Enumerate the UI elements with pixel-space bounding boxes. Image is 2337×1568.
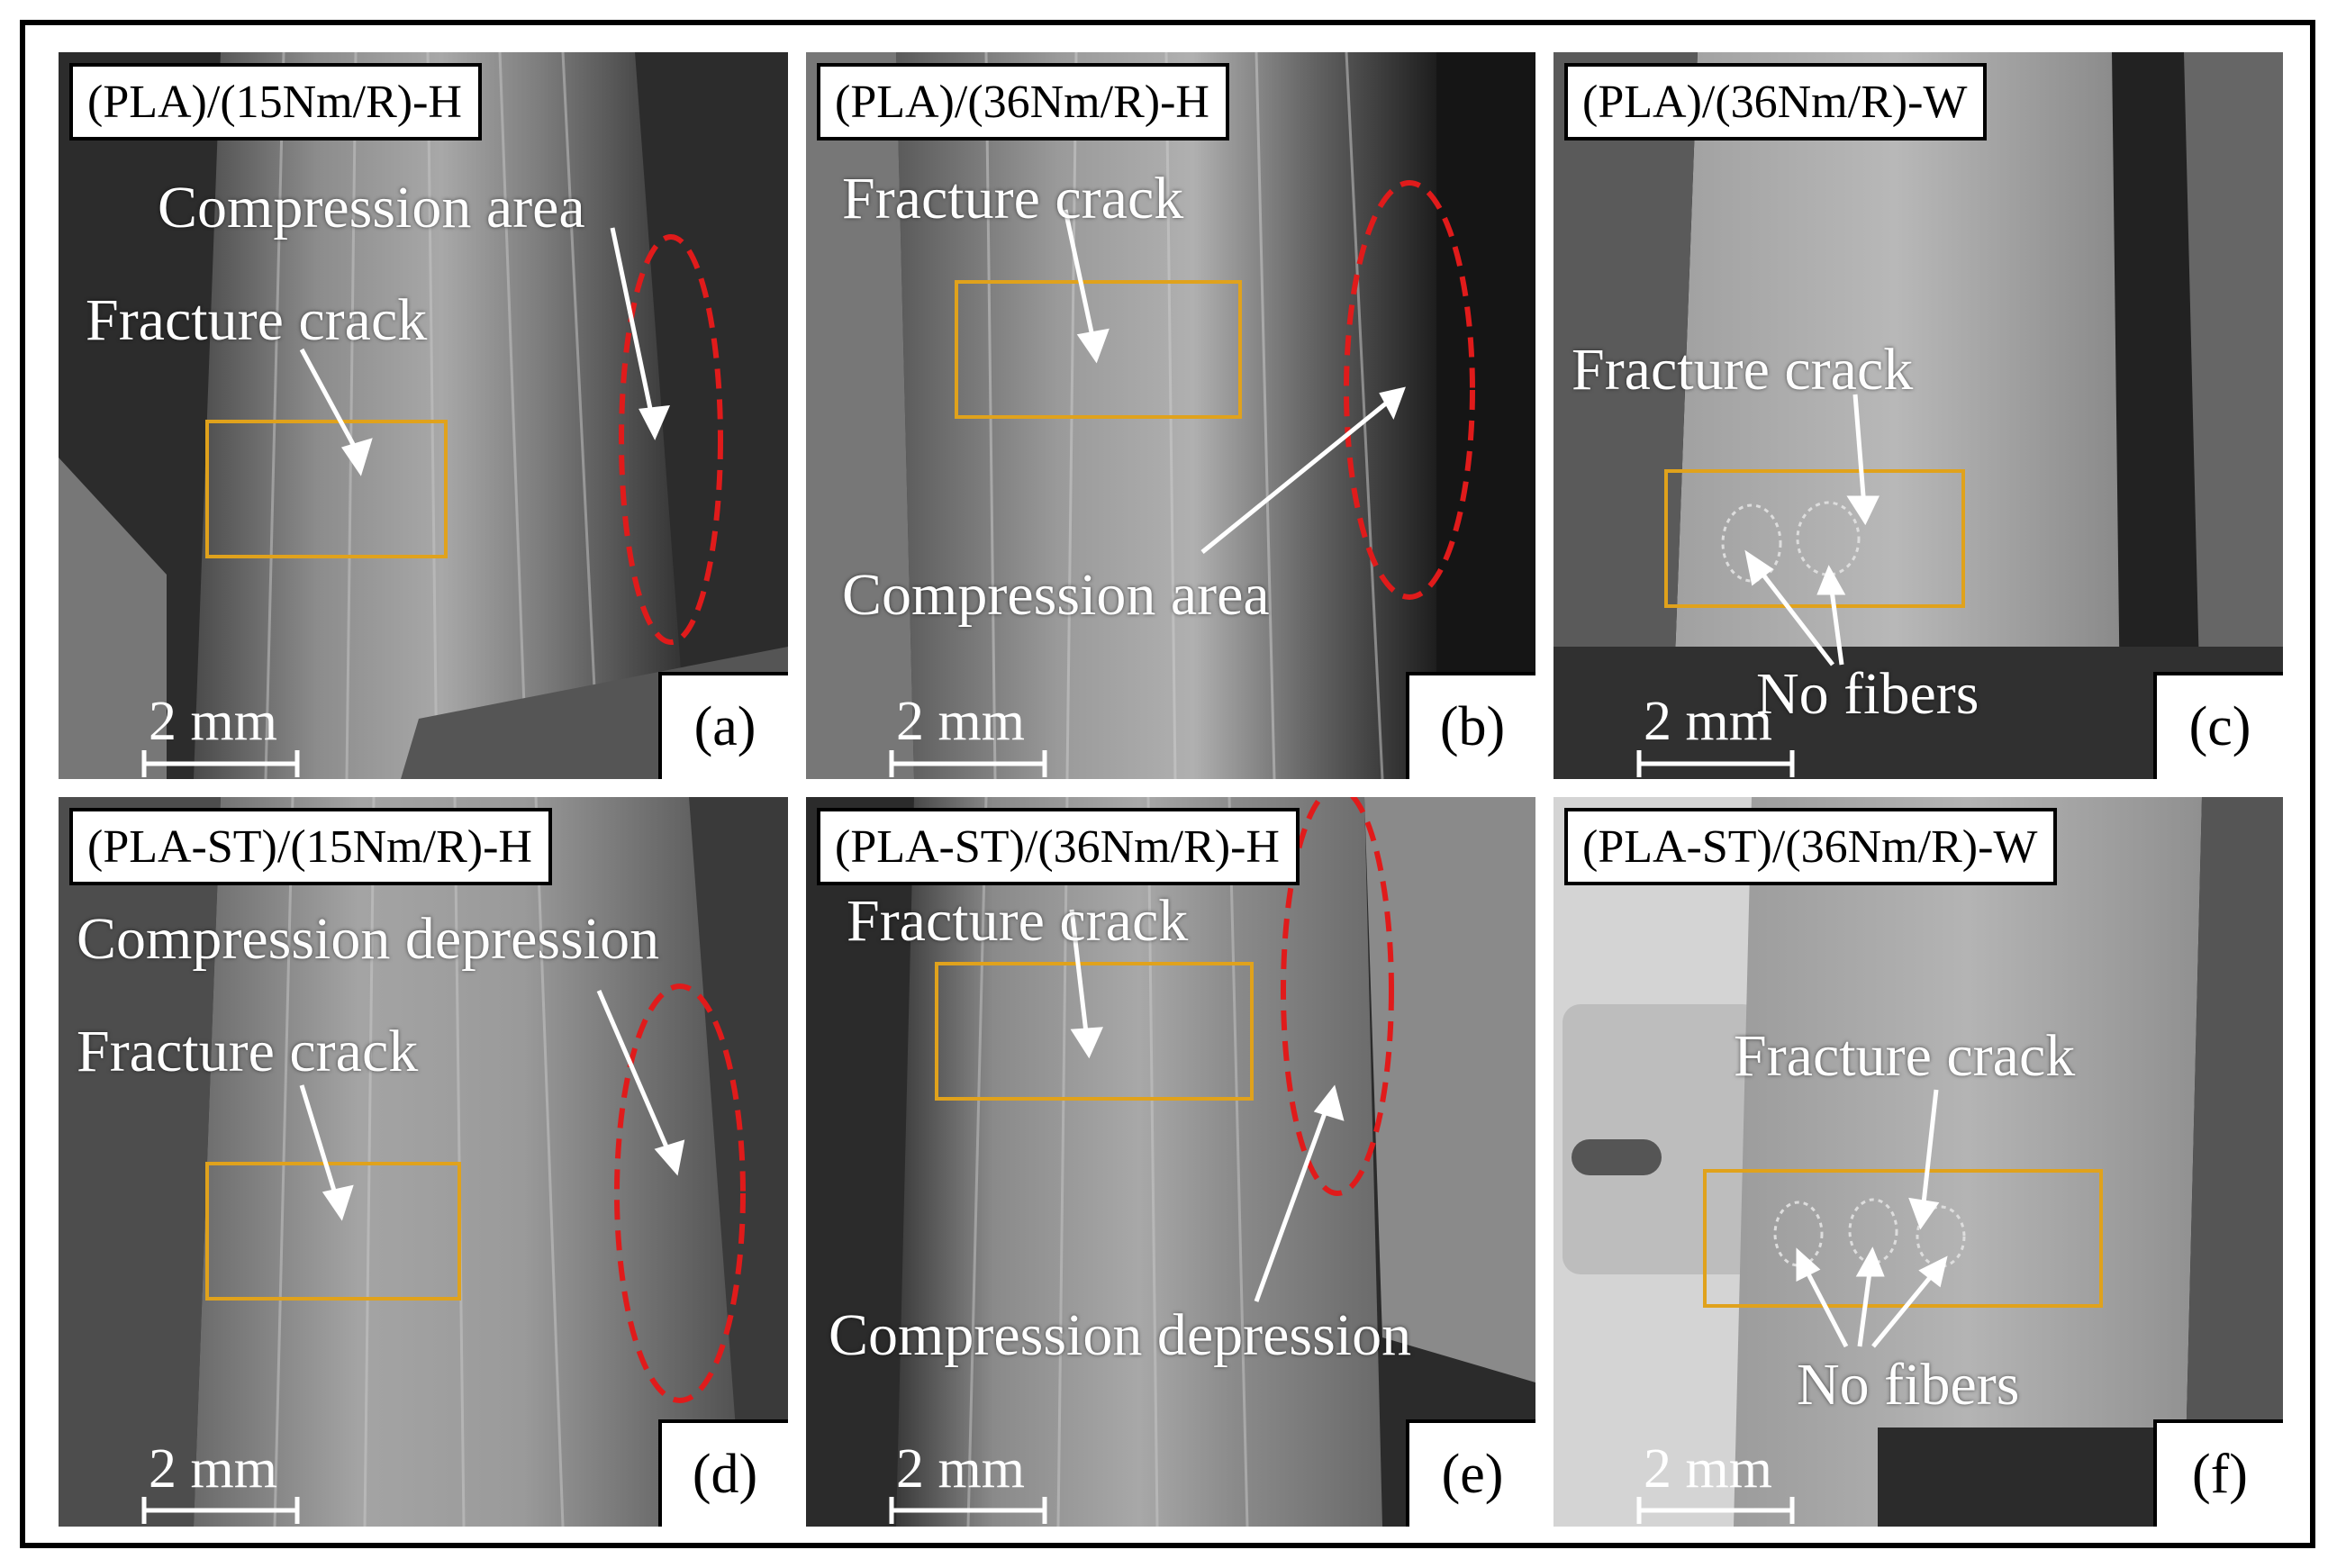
label-compression-area: Compression area bbox=[842, 562, 1270, 628]
annotations-f bbox=[1636, 1089, 2103, 1524]
figure-frame: (PLA)/(15Nm/R)-H Compression area Fractu… bbox=[20, 20, 2315, 1548]
panel-letter: (e) bbox=[1406, 1419, 1535, 1527]
panel-title: (PLA)/(36Nm/R)-H bbox=[817, 63, 1229, 140]
sem-micrograph-c bbox=[1553, 52, 2283, 779]
label-fracture-crack: Fracture crack bbox=[1572, 337, 1914, 403]
scale-bar-label: 2 mm bbox=[149, 691, 277, 752]
annotations-b bbox=[889, 180, 1475, 777]
label-compression-depression: Compression depression bbox=[829, 1302, 1412, 1368]
panel-title: (PLA)/(15Nm/R)-H bbox=[69, 63, 482, 140]
label-fracture-crack: Fracture crack bbox=[847, 888, 1189, 954]
scale-bar-label: 2 mm bbox=[896, 691, 1025, 752]
scale-bar-label: 2 mm bbox=[1644, 691, 1772, 752]
annotations-d bbox=[141, 983, 746, 1524]
panel-letter: (d) bbox=[658, 1419, 788, 1527]
panel-c: (PLA)/(36Nm/R)-W Fracture crack No fiber… bbox=[1553, 52, 2283, 779]
label-no-fibers: No fibers bbox=[1756, 661, 1979, 727]
panel-e: (PLA-ST)/(36Nm/R)-H Fracture crack Compr… bbox=[806, 797, 1535, 1527]
scale-bar-label: 2 mm bbox=[896, 1438, 1025, 1500]
panel-letter: (b) bbox=[1406, 672, 1535, 779]
panel-a: (PLA)/(15Nm/R)-H Compression area Fractu… bbox=[59, 52, 788, 779]
label-no-fibers: No fibers bbox=[1797, 1352, 2020, 1418]
label-fracture-crack: Fracture crack bbox=[1734, 1023, 2076, 1089]
annotations-a bbox=[141, 227, 723, 777]
label-fracture-crack: Fracture crack bbox=[77, 1019, 419, 1084]
panel-f: (PLA-ST)/(36Nm/R)-W Fracture crack No fi… bbox=[1553, 797, 2283, 1527]
label-fracture-crack: Fracture crack bbox=[842, 166, 1184, 231]
scale-bar-label: 2 mm bbox=[149, 1438, 277, 1500]
panel-letter: (f) bbox=[2153, 1419, 2283, 1527]
sem-micrograph-f bbox=[1553, 797, 2283, 1527]
annotations-c bbox=[1636, 394, 1965, 777]
panel-letter: (a) bbox=[658, 672, 788, 779]
label-compression-depression: Compression depression bbox=[77, 906, 660, 972]
panel-b: (PLA)/(36Nm/R)-H Fracture crack Compress… bbox=[806, 52, 1535, 779]
panel-title: (PLA-ST)/(36Nm/R)-H bbox=[817, 808, 1300, 885]
panel-title: (PLA-ST)/(15Nm/R)-H bbox=[69, 808, 552, 885]
panel-letter: (c) bbox=[2153, 672, 2283, 779]
label-compression-area: Compression area bbox=[158, 175, 585, 240]
scale-bar-label: 2 mm bbox=[1644, 1438, 1772, 1500]
sem-micrograph-a bbox=[59, 52, 788, 779]
label-fracture-crack: Fracture crack bbox=[86, 287, 428, 353]
panel-title: (PLA)/(36Nm/R)-W bbox=[1564, 63, 1988, 140]
panel-title: (PLA-ST)/(36Nm/R)-W bbox=[1564, 808, 2058, 885]
panel-d: (PLA-ST)/(15Nm/R)-H Compression depressi… bbox=[59, 797, 788, 1527]
annotations-e bbox=[889, 797, 1394, 1524]
sem-micrograph-e bbox=[806, 797, 1535, 1527]
